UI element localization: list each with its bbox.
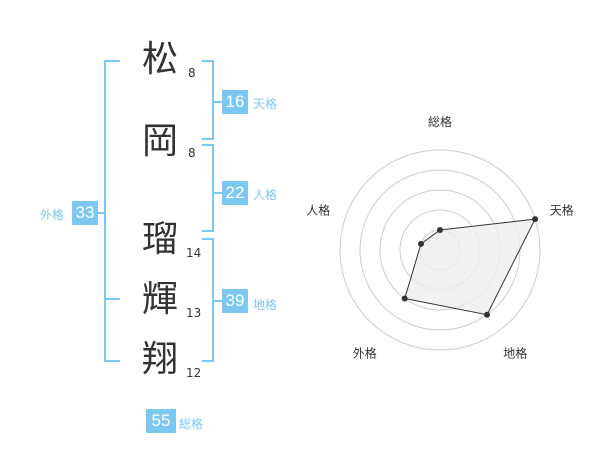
- name-char-5: 翔: [142, 339, 179, 380]
- radar-axis-label: 天格: [550, 202, 574, 217]
- gaikaku-label: 外格: [40, 208, 65, 222]
- gaikaku-badge: 33: [72, 201, 98, 225]
- jinkaku-connector: [214, 192, 222, 194]
- radar-point-3: [484, 311, 491, 318]
- tenkaku-label: 天格: [253, 97, 278, 111]
- radar-point-2: [532, 216, 539, 223]
- tenkaku-bracket: [202, 60, 214, 140]
- radar-area: [404, 218, 536, 316]
- radar-axis-label: 地格: [503, 346, 527, 361]
- gaikaku-bracket: [104, 60, 120, 362]
- name-char-2: 岡: [142, 121, 179, 162]
- soukaku-badge: 55: [146, 409, 176, 433]
- name-char-4: 輝: [142, 279, 179, 320]
- name-char-3: 瑠: [142, 219, 179, 260]
- stroke-count-5: 12: [186, 366, 202, 380]
- stroke-count-2: 8: [188, 146, 196, 160]
- name-char-1: 松: [142, 39, 179, 80]
- radar-point-4: [401, 295, 408, 302]
- chikaku-label: 地格: [253, 298, 278, 312]
- radar-points: [401, 216, 539, 318]
- tenkaku-badge: 16: [222, 90, 248, 114]
- chikaku-badge: 39: [222, 289, 248, 313]
- tenkaku-connector: [214, 101, 222, 103]
- radar-axis-label: 人格: [306, 202, 330, 217]
- radar-grid-ring: [339, 149, 541, 351]
- gaikaku-inner-tick: [106, 298, 120, 300]
- jinkaku-label: 人格: [253, 188, 278, 202]
- stroke-count-3: 14: [186, 246, 202, 260]
- stroke-count-4: 13: [186, 306, 202, 320]
- jinkaku-bracket: [202, 144, 214, 232]
- chikaku-bracket: [202, 238, 214, 362]
- radar-axis-label: 外格: [353, 346, 377, 361]
- radar-point-1: [437, 227, 443, 233]
- radar-axis-label: 総格: [428, 114, 452, 129]
- jinkaku-badge: 22: [222, 181, 248, 205]
- gaikaku-connector: [96, 212, 106, 214]
- radar-point-5: [417, 240, 424, 247]
- stroke-count-1: 8: [188, 66, 196, 80]
- chikaku-connector: [214, 300, 222, 302]
- soukaku-label: 総格: [179, 417, 204, 431]
